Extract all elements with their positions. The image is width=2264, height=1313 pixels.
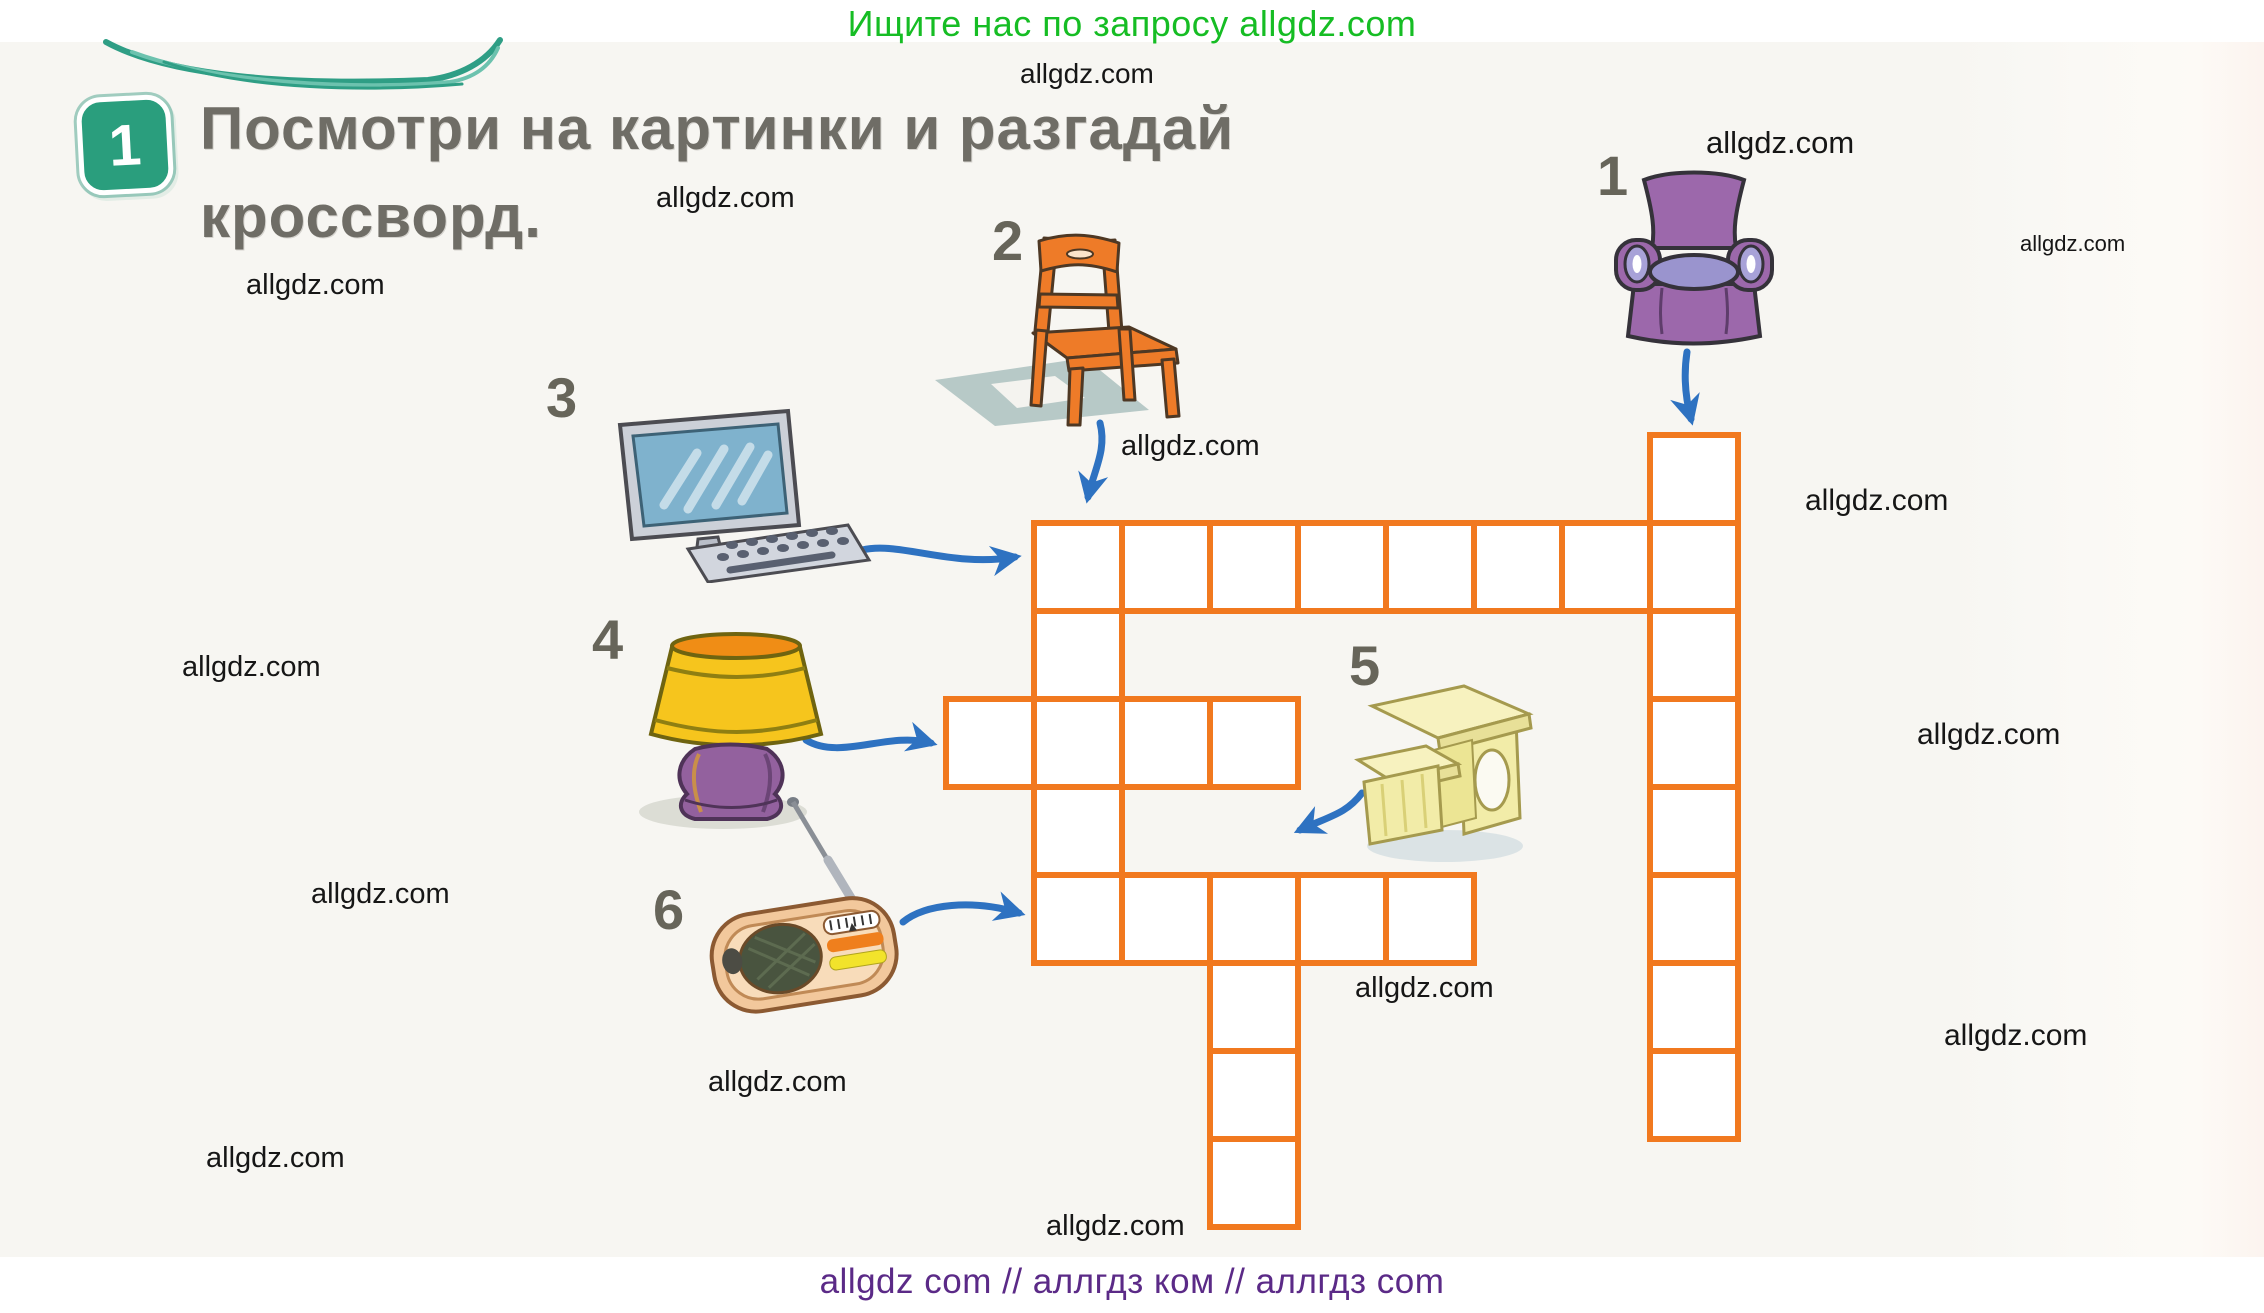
crossword-cell-1-3 bbox=[1647, 608, 1741, 702]
site-promo-banner: Ищите нас по запросу allgdz.com bbox=[847, 3, 1417, 44]
crossword-cell-4-1 bbox=[943, 696, 1037, 790]
picture-number-3: 3 bbox=[546, 366, 578, 429]
picture-number-6: 6 bbox=[653, 878, 685, 941]
chair-picture bbox=[935, 233, 1181, 427]
computer-picture bbox=[617, 408, 872, 583]
crossword-cell-6-2 bbox=[1119, 872, 1213, 966]
watermark-text: allgdz.com bbox=[206, 1142, 345, 1174]
crossword-cell-3-5 bbox=[1383, 520, 1477, 614]
pointer-arrows bbox=[802, 348, 1700, 926]
picture-number-2: 2 bbox=[992, 209, 1024, 272]
crossword-cell-4-2 bbox=[1031, 696, 1125, 790]
arrow-armchair-down bbox=[1670, 348, 1700, 426]
crossword-cell-6-4 bbox=[1295, 872, 1389, 966]
scanned-paper-background bbox=[0, 42, 2264, 1257]
radio-picture bbox=[709, 797, 899, 1014]
crossword-cell-5-3 bbox=[1207, 1048, 1301, 1142]
watermark-text: allgdz.com bbox=[708, 1066, 847, 1098]
crossword-cell-2-2 bbox=[1031, 608, 1125, 702]
watermark-text: allgdz.com bbox=[246, 269, 385, 301]
crossword-cell-1-5 bbox=[1647, 784, 1741, 878]
crossword-cell-3-4 bbox=[1295, 520, 1389, 614]
watermark-text: allgdz.com bbox=[1020, 58, 1154, 89]
crossword-cell-2-4 bbox=[1031, 784, 1125, 878]
crossword-cell-3-7 bbox=[1559, 520, 1653, 614]
crossword-cell-1-7 bbox=[1647, 960, 1741, 1054]
task-number-badge: 1 bbox=[75, 93, 175, 197]
crossword-cell-6-3 bbox=[1207, 872, 1301, 966]
school-desk-picture bbox=[1354, 684, 1534, 862]
crossword-cell-5-4 bbox=[1207, 1136, 1301, 1230]
crossword-cell-3-8 bbox=[1647, 520, 1741, 614]
watermark-text: allgdz.com bbox=[1944, 1019, 2088, 1052]
lamp-picture bbox=[639, 632, 824, 829]
watermark-text: allgdz.com bbox=[1917, 718, 2061, 751]
watermark-text: allgdz.com bbox=[656, 182, 795, 214]
crossword-cell-3-6 bbox=[1471, 520, 1565, 614]
picture-number-1: 1 bbox=[1597, 144, 1629, 207]
crossword-cell-5-2 bbox=[1207, 960, 1301, 1054]
watermark-text: allgdz.com bbox=[182, 651, 321, 683]
crossword-grid bbox=[943, 432, 1741, 1230]
watermark-text: allgdz.com bbox=[1706, 125, 1855, 160]
arrow-lamp-right bbox=[802, 721, 938, 752]
watermark-text: allgdz.com bbox=[1355, 972, 1494, 1004]
crossword-cell-4-3 bbox=[1119, 696, 1213, 790]
site-footer-banner: allgdz com // аллгдз ком // аллгдз com bbox=[819, 1262, 1445, 1301]
picture-number-4: 4 bbox=[592, 608, 624, 671]
watermark-text: allgdz.com bbox=[311, 878, 450, 910]
teal-swoosh-decoration bbox=[103, 37, 503, 90]
crossword-cell-1-6 bbox=[1647, 872, 1741, 966]
watermark-text: allgdz.com bbox=[1121, 430, 1260, 462]
crossword-cell-3-2 bbox=[1119, 520, 1213, 614]
crossword-cell-3-3 bbox=[1207, 520, 1301, 614]
arrow-chair-down bbox=[1078, 419, 1109, 504]
crossword-cell-1-8 bbox=[1647, 1048, 1741, 1142]
crossword-cell-6-1 bbox=[1031, 872, 1125, 966]
crossword-cell-4-4 bbox=[1207, 696, 1301, 790]
crossword-cell-1-1 bbox=[1647, 432, 1741, 526]
watermark-text: allgdz.com bbox=[2020, 231, 2126, 256]
picture-number-5: 5 bbox=[1349, 634, 1381, 697]
task-title-line1: Посмотри на картинки и разгадай bbox=[200, 95, 1235, 162]
watermark-text: allgdz.com bbox=[1805, 484, 1949, 517]
task-number: 1 bbox=[107, 111, 143, 179]
arrow-computer-right bbox=[858, 544, 1022, 577]
armchair-picture bbox=[1614, 170, 1774, 346]
crossword-cell-1-4 bbox=[1647, 696, 1741, 790]
arrow-radio-right bbox=[899, 891, 1026, 926]
crossword-cell-3-1 bbox=[1031, 520, 1125, 614]
task-title-line2: кроссворд. bbox=[200, 183, 542, 250]
crossword-cell-6-5 bbox=[1383, 872, 1477, 966]
watermark-text: allgdz.com bbox=[1046, 1210, 1185, 1242]
arrow-desk-down-left bbox=[1293, 789, 1366, 834]
